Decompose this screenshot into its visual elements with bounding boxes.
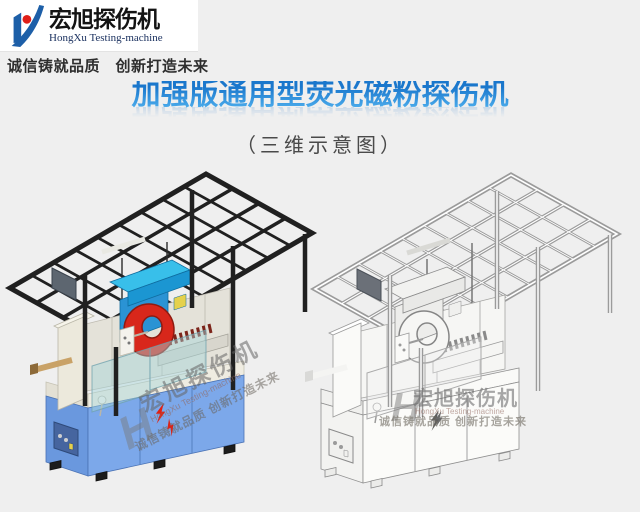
hongxu-logo-icon [11,4,45,47]
brand-slogan: 诚信铸就品质 创新打造未来 [7,58,209,75]
page-title: 加强版通用型荧光磁粉探伤机 [131,79,509,111]
brand-logo: 宏旭探伤机 HongXu Testing-machine [0,0,198,52]
svg-text:HongXu Testing-machine: HongXu Testing-machine [415,407,505,416]
svg-text:宏旭探伤机: 宏旭探伤机 [413,386,518,410]
page-subtitle: （三维示意图） [236,135,404,157]
svg-text:诚信铸就品质 创新打造未来: 诚信铸就品质 创新打造未来 [379,414,527,428]
brand-name-cn: 宏旭探伤机 [49,5,160,32]
svg-text:H: H [391,386,421,430]
page-title-reflection: 加强版通用型荧光磁粉探伤机 [0,107,640,120]
brand-text: 宏旭探伤机 HongXu Testing-machine [49,5,163,45]
brand-name-en: HongXu Testing-machine [49,32,163,45]
